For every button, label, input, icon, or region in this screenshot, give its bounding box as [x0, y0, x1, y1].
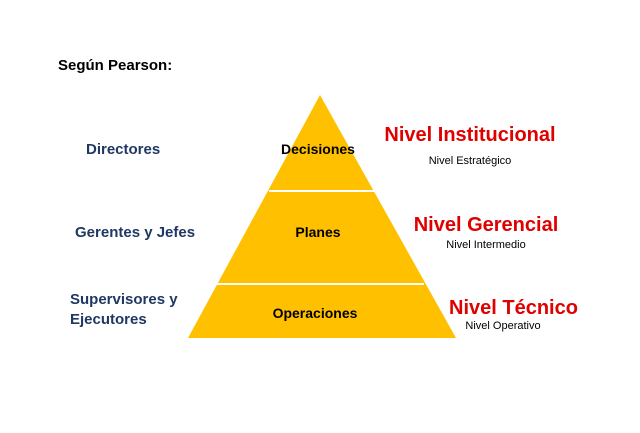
pyramid-tier-decisiones: Decisiones [281, 141, 355, 157]
level-institucional: Nivel Institucional Nivel Estratégico [382, 124, 558, 168]
role-label-line: Gerentes y Jefes [75, 224, 196, 241]
level-subtitle: Nivel Estratégico [428, 155, 512, 167]
level-tecnico: Nivel Técnico Nivel Operativo [449, 297, 578, 333]
level-name: Nivel Institucional [384, 124, 556, 146]
level-subtitle: Nivel Intermedio [446, 239, 526, 251]
role-label-line: Supervisores y [70, 291, 178, 308]
pyramid-tier-planes: Planes [295, 224, 340, 240]
level-name: Nivel Gerencial [413, 214, 559, 236]
pyramid-tier-operaciones: Operaciones [273, 305, 358, 321]
level-gerencial: Nivel Gerencial Nivel Intermedio [410, 214, 562, 252]
role-label-gerentes: Gerentes y Jefes [75, 223, 195, 243]
role-label-line: Directores [86, 141, 161, 158]
page-title: Según Pearson: [58, 57, 173, 74]
role-label-directores: Directores [86, 140, 160, 160]
role-label-line: Ejecutores [70, 311, 147, 328]
level-name: Nivel Técnico [449, 297, 578, 319]
pyramid-shape [188, 95, 456, 338]
level-subtitle: Nivel Operativo [465, 320, 541, 332]
role-label-supervisores: Supervisores y Ejecutores [70, 290, 178, 330]
